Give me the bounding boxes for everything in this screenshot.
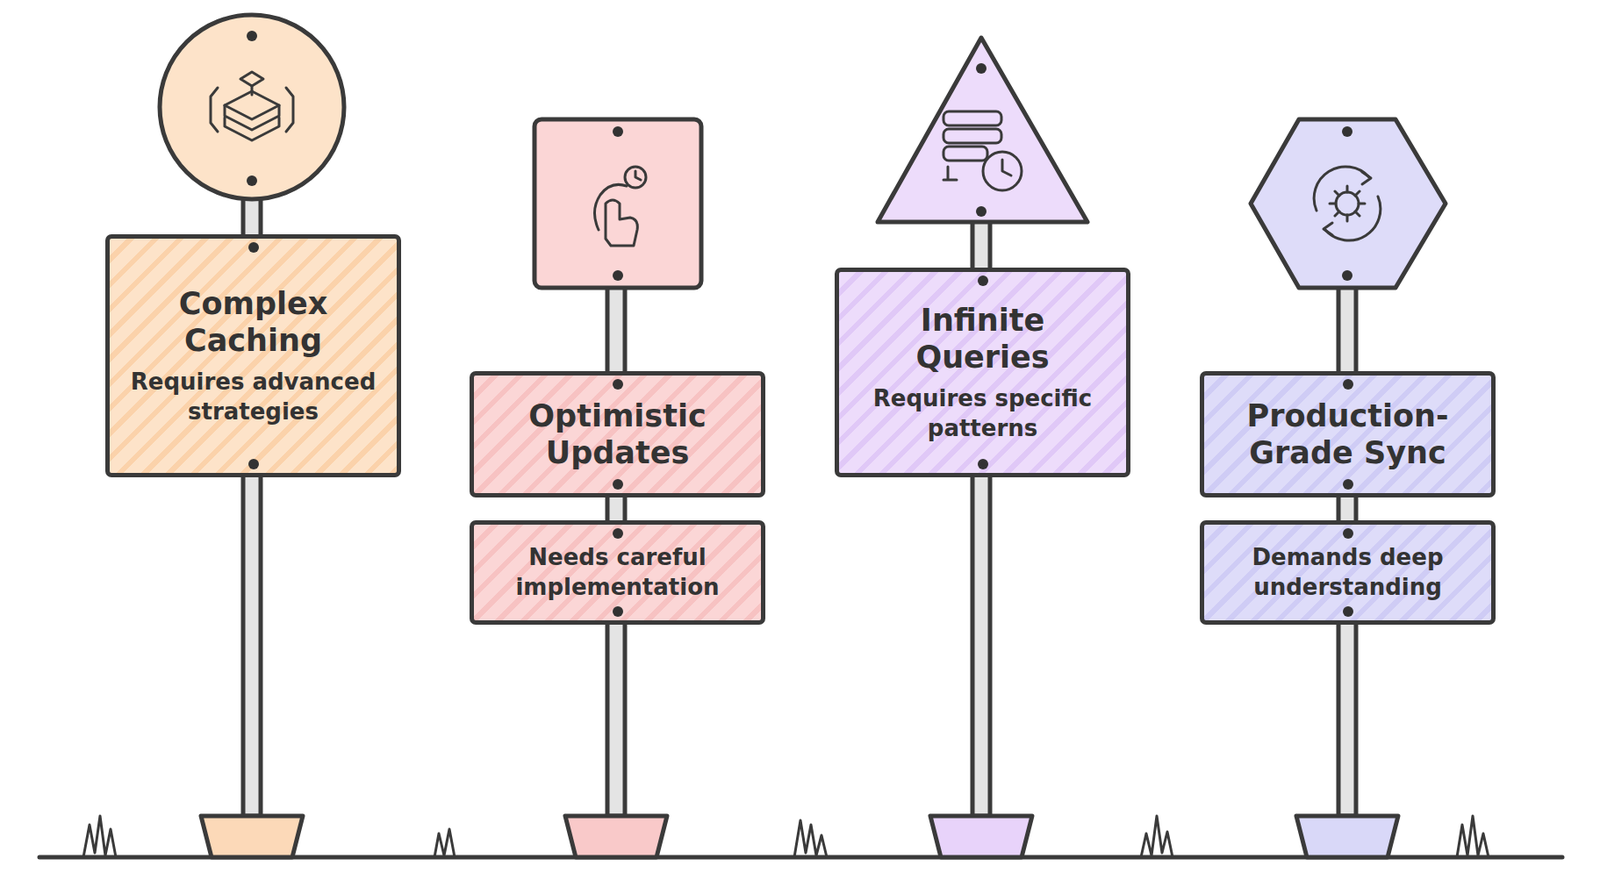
- bolt: [248, 459, 259, 470]
- sign-note: Demands deep understanding: [1199, 520, 1496, 625]
- bolt: [977, 275, 989, 287]
- sign-board: Production-Grade Sync: [1199, 371, 1496, 498]
- layers-icon: [210, 71, 294, 141]
- sign-board: Optimistic Updates: [469, 371, 766, 498]
- tap-clock-icon: [594, 166, 646, 246]
- post-base: [930, 816, 1033, 858]
- sync-gear-icon: [1313, 166, 1381, 241]
- posts: [243, 197, 1357, 817]
- square-sign: [534, 119, 702, 288]
- sign-board: Complex CachingRequires advanced strateg…: [105, 234, 402, 478]
- sign-heading: Production-Grade Sync: [1219, 397, 1476, 472]
- bolt: [612, 479, 624, 490]
- bolt: [1342, 479, 1354, 490]
- bolt: [612, 606, 624, 618]
- bolt: [977, 459, 989, 470]
- sign-body: Requires specific patterns: [854, 384, 1111, 445]
- triangle-sign: [877, 37, 1088, 223]
- post-base: [565, 816, 668, 858]
- bolt: [248, 242, 259, 253]
- sign-board: Infinite QueriesRequires specific patter…: [834, 267, 1131, 478]
- post-base: [200, 816, 303, 858]
- bolt: [612, 528, 624, 539]
- grass: [83, 816, 1489, 858]
- bolts: [246, 30, 1353, 281]
- sign-note: Needs careful implementation: [469, 520, 766, 625]
- sign-body: Demands deep understanding: [1219, 543, 1476, 603]
- bolt: [1342, 379, 1354, 390]
- sign-heading: Complex Caching: [125, 285, 381, 359]
- sign-body: Requires advanced strategies: [125, 367, 381, 428]
- post-base: [1296, 816, 1399, 858]
- bolt: [1342, 606, 1354, 618]
- bolt: [612, 379, 624, 390]
- hexagon-sign: [1250, 119, 1446, 288]
- circle-sign: [159, 14, 345, 200]
- bolt: [1342, 528, 1354, 539]
- sign-heading: Infinite Queries: [854, 301, 1111, 376]
- sign-body: Needs careful implementation: [489, 543, 746, 603]
- sign-heading: Optimistic Updates: [489, 397, 746, 472]
- server-clock-icon: [943, 111, 1022, 191]
